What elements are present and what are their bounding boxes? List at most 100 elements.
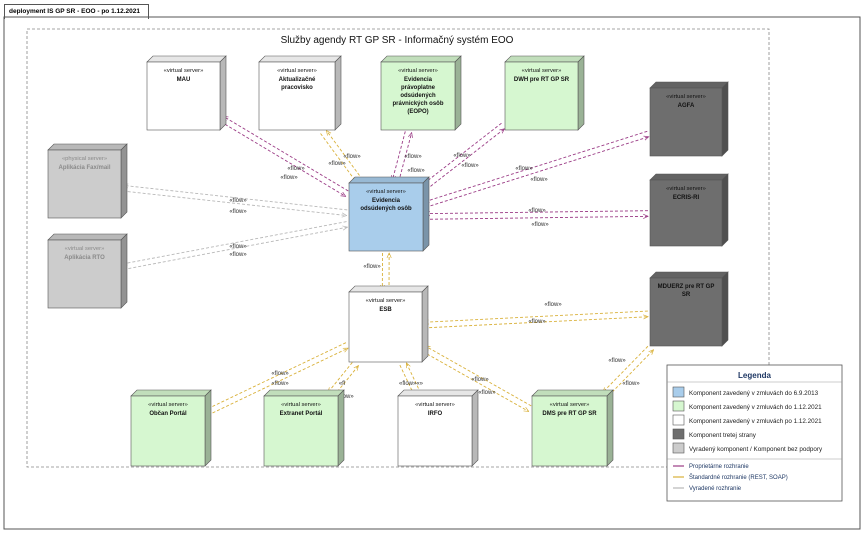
flow-line[interactable] <box>423 122 502 184</box>
flow-esb-dms[interactable]: «flow»«flow» <box>422 346 532 412</box>
flow-eoo-ecris[interactable]: «flow»«flow» <box>425 208 648 228</box>
flow-label: «flow» <box>407 168 425 174</box>
node-obcan[interactable]: «virtual server»Občan Portál <box>130 389 212 467</box>
node-stereotype: «virtual server» <box>666 186 706 192</box>
node-stereotype: «virtual server» <box>415 402 455 408</box>
node-dwh[interactable]: «virtual server» DWH pre RT GP SR <box>504 55 585 131</box>
node-side-face <box>120 143 128 219</box>
node-top-face <box>504 55 585 63</box>
flow-eoo-dwh[interactable]: «flow»«flow» <box>423 122 505 190</box>
flow-line[interactable] <box>425 346 532 407</box>
flow-line[interactable] <box>424 310 648 322</box>
flows-layer: «flow»«flow»«flow»«flow»«flow»«flow»«flo… <box>123 116 654 416</box>
flow-line[interactable] <box>425 216 648 220</box>
node-side-face <box>422 176 430 252</box>
node-mduerz[interactable]: MDUERZ pre RT GP SR <box>649 271 729 347</box>
node-agfa[interactable]: «virtual server»AGFA <box>649 81 729 157</box>
flow-line[interactable] <box>422 351 529 412</box>
legend-swatch <box>672 428 685 440</box>
flow-line[interactable] <box>122 190 347 216</box>
node-side-face <box>120 233 128 309</box>
node-top-face <box>130 389 212 397</box>
flow-line[interactable] <box>425 210 648 214</box>
nodes-layer: «virtual server»MAU«virtual server»Aktua… <box>47 55 729 467</box>
flow-line[interactable] <box>123 221 347 264</box>
node-extranet[interactable]: «virtual server» Extranet Portál <box>263 389 345 467</box>
node-name: odsúdených osôb <box>360 206 412 212</box>
flow-line[interactable] <box>392 131 406 180</box>
flow-line[interactable] <box>603 345 649 392</box>
node-name: Občan Portál <box>149 411 187 417</box>
node-side-face <box>337 389 345 467</box>
node-irfo[interactable]: «virtual server»IRFO <box>397 389 479 467</box>
node-front-face <box>146 61 221 131</box>
legend-item-label: Vyradený komponent / Komponent bez podpo… <box>689 446 823 453</box>
flow-eoo-aktualizacne[interactable]: «flow»«flow» <box>320 131 363 183</box>
flow-line[interactable] <box>220 121 346 197</box>
node-name: ECRIS-RI <box>673 195 700 201</box>
flow-label: «flow» <box>404 154 422 160</box>
node-stereotype: «virtual server» <box>522 68 562 74</box>
node-side-face <box>577 55 585 131</box>
node-esb[interactable]: «virtual server»ESB <box>348 285 429 363</box>
node-name: Aktualizačné <box>279 77 316 83</box>
flow-esb-mduerz[interactable]: «flow»«flow» <box>424 302 648 329</box>
flow-line[interactable] <box>326 131 363 180</box>
flow-line[interactable] <box>223 116 349 192</box>
flow-label: «flow» <box>461 163 479 169</box>
flow-eoo-fax[interactable]: «flow»«flow» <box>123 185 348 215</box>
node-front-face <box>380 61 456 131</box>
flow-dms-mduerz[interactable]: «flow»«flow» <box>603 345 654 397</box>
node-fax[interactable]: «physical server»Aplikácia Fax/mail <box>47 143 128 219</box>
flow-line[interactable] <box>425 137 649 208</box>
node-eopo[interactable]: «virtual server»Evidenciaprávoplatneodsú… <box>380 55 462 131</box>
flow-line[interactable] <box>424 130 648 202</box>
legend-item-label: Komponent zavedený v zmluvách do 1.12.20… <box>689 404 822 411</box>
node-top-face <box>258 55 342 63</box>
flow-line[interactable] <box>328 362 353 392</box>
legend-swatch <box>672 414 685 426</box>
flow-eoo-rto[interactable]: «flow»«flow» <box>123 221 348 270</box>
flow-label: «flow» <box>528 208 546 214</box>
node-name: SR <box>682 292 691 298</box>
node-ecris[interactable]: «virtual server» ECRIS-RI <box>649 173 729 247</box>
flow-eoo-agfa[interactable]: «flow» «flow» <box>424 130 649 208</box>
flow-eoo-eopo[interactable]: «flow» «flow» <box>392 131 425 182</box>
legend-title: Legenda <box>738 371 771 380</box>
flow-line[interactable] <box>424 317 648 329</box>
node-top-face <box>146 55 227 63</box>
node-name: DWH pre RT GP SR <box>514 77 570 83</box>
flow-line[interactable] <box>123 227 347 270</box>
flow-label: «flow» <box>515 166 533 172</box>
node-name: DMS pre RT GP SR <box>542 411 597 417</box>
node-stereotype: «virtual server» <box>281 402 321 408</box>
flow-esb-obcan[interactable]: «flow»«flow» <box>206 342 348 416</box>
node-name: Aplikácia Fax/mail <box>58 165 110 171</box>
legend-swatch <box>672 400 685 412</box>
flow-line[interactable] <box>123 185 348 211</box>
flow-eoo-mau[interactable]: «flow»«flow» <box>220 116 349 197</box>
node-top-face <box>649 271 729 279</box>
flow-line[interactable] <box>608 350 654 397</box>
node-dms[interactable]: «virtual server»DMS pre RT GP SR <box>531 389 614 467</box>
flow-line[interactable] <box>320 133 357 182</box>
legend-swatch <box>672 386 685 398</box>
flow-eoo-esb[interactable]: «flow» <box>363 253 389 290</box>
node-name: Extranet Portál <box>280 411 323 417</box>
flow-line[interactable] <box>207 347 348 416</box>
flow-line[interactable] <box>426 129 505 190</box>
node-name: MDUERZ pre RT GP <box>658 284 715 290</box>
node-stereotype: «virtual server» <box>164 68 204 74</box>
node-front-face <box>348 291 423 363</box>
flow-line[interactable] <box>398 133 412 182</box>
legend-item-label: Komponent zavedený v zmluvách po 1.12.20… <box>689 418 822 425</box>
node-rto[interactable]: «virtual server»Aplikácia RTO <box>47 233 128 309</box>
node-front-face <box>258 61 336 131</box>
node-name: Evidencia <box>404 77 433 83</box>
node-name: pracovisko <box>281 85 313 91</box>
node-mau[interactable]: «virtual server»MAU <box>146 55 227 131</box>
flow-line[interactable] <box>206 342 347 411</box>
flow-line[interactable] <box>405 363 422 394</box>
